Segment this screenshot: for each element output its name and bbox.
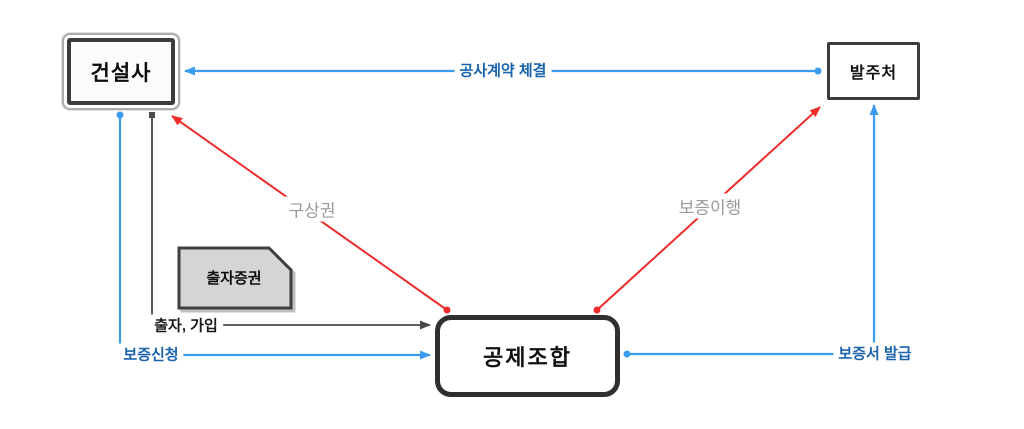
contract-label: 공사계약 체결 [454,59,552,81]
issuance-arrow [623,104,879,358]
performance-label: 보증이행 [671,193,749,219]
node-mutual-aid-association: 공제조합 [435,315,620,397]
investment-label: 출자, 가입 [149,314,223,336]
construction-company-label: 건설사 [67,38,175,105]
application-label: 보증신청 [118,343,184,365]
investment-certificate-label: 출자증권 [206,269,262,287]
node-construction-company: 건설사 [62,33,180,110]
issuance-label: 보증서 발급 [833,342,917,364]
indemnity-label: 구상권 [281,196,343,222]
node-client: 발주처 [827,42,920,100]
